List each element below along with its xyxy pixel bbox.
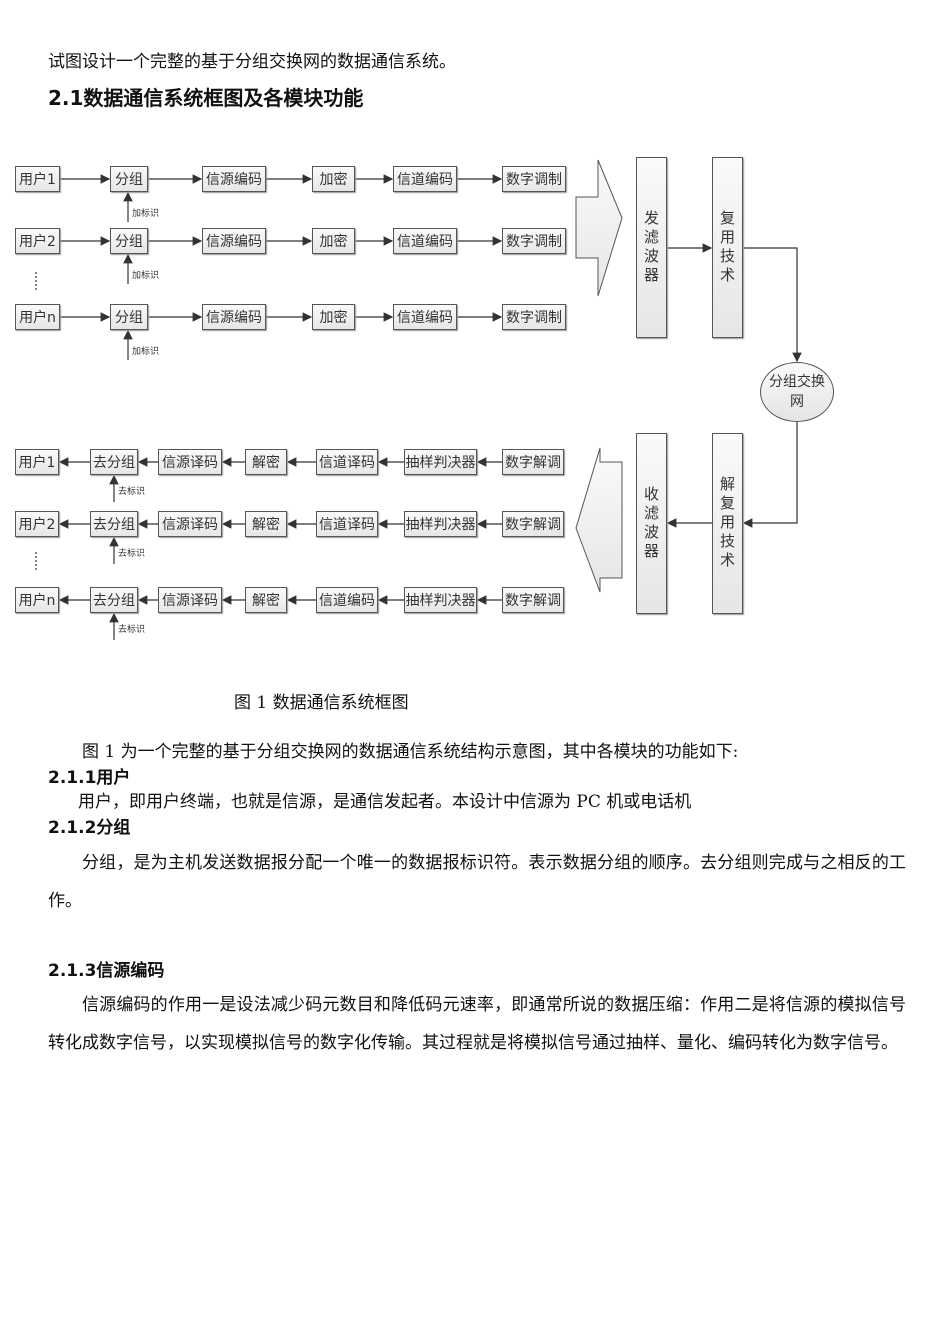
tx-block: 信源编码 bbox=[202, 304, 266, 330]
rx-block: 解密 bbox=[245, 449, 287, 475]
rx-block: 抽样判决器 bbox=[404, 587, 477, 613]
tx-block: 数字调制 bbox=[502, 228, 566, 254]
tx-block: 信道编码 bbox=[393, 166, 457, 192]
packet-switch-network: 分组交换网 bbox=[760, 362, 834, 422]
tx-block: 分组 bbox=[110, 228, 148, 254]
section-2-1-1-body: 用户，即用户终端，也就是信源，是通信发起者。本设计中信源为 PC 机或电话机 bbox=[78, 792, 692, 812]
rx-block: 去分组 bbox=[90, 511, 138, 537]
rx-block: 数字解调 bbox=[502, 511, 564, 537]
demux-box: 解复用技术 bbox=[712, 433, 743, 614]
tag-label: 去标识 bbox=[118, 487, 146, 497]
rx-block: 信源译码 bbox=[158, 587, 222, 613]
rx-block: 抽样判决器 bbox=[404, 449, 477, 475]
tag-label: 加标识 bbox=[132, 209, 160, 219]
tx-filter-box: 发滤波器 bbox=[636, 157, 667, 338]
tag-label: 去标识 bbox=[118, 549, 146, 559]
rx-big-arrow bbox=[575, 447, 623, 593]
tx-block: 信道编码 bbox=[393, 228, 457, 254]
rx-block: 用户n bbox=[15, 587, 59, 613]
rx-block: 解密 bbox=[245, 511, 287, 537]
tag-label: 加标识 bbox=[132, 271, 160, 281]
rx-block: 去分组 bbox=[90, 587, 138, 613]
tx-block: 信道编码 bbox=[393, 304, 457, 330]
section-2-1-1-heading: 2.1.1用户 bbox=[48, 768, 131, 788]
section-2-1-2-body: 分组，是为主机发送数据报分配一个唯一的数据报标识符。表示数据分组的顺序。去分组则… bbox=[48, 853, 906, 911]
rx-block: 信道译码 bbox=[316, 449, 378, 475]
tx-block: 分组 bbox=[110, 166, 148, 192]
tx-block: 加密 bbox=[312, 228, 355, 254]
tx-block: 数字调制 bbox=[502, 166, 566, 192]
figure-intro: 图 1 为一个完整的基于分组交换网的数据通信系统结构示意图，其中各模块的功能如下… bbox=[82, 742, 739, 762]
mux-box: 复用技术 bbox=[712, 157, 743, 338]
tx-block: 加密 bbox=[312, 304, 355, 330]
intro-line: 试图设计一个完整的基于分组交换网的数据通信系统。 bbox=[48, 52, 456, 72]
tag-label: 去标识 bbox=[118, 625, 146, 635]
section-2-1-3-body: 信源编码的作用一是设法减少码元数目和降低码元速率，即通常所说的数据压缩：作用二是… bbox=[48, 995, 906, 1053]
rx-block: 用户1 bbox=[15, 449, 59, 475]
rx-block: 信源译码 bbox=[158, 449, 222, 475]
connector-arrow bbox=[743, 247, 802, 363]
tx-big-arrow bbox=[575, 159, 623, 297]
rx-block: 去分组 bbox=[90, 449, 138, 475]
connector-arrow bbox=[742, 422, 798, 528]
rx-block: 解密 bbox=[245, 587, 287, 613]
rx-block: 信道译码 bbox=[316, 511, 378, 537]
rx-block: 数字解调 bbox=[502, 449, 564, 475]
rx-block: 用户2 bbox=[15, 511, 59, 537]
section-2-1-3-heading: 2.1.3信源编码 bbox=[48, 961, 165, 981]
tx-block: 数字调制 bbox=[502, 304, 566, 330]
section-2-1-2-heading: 2.1.2分组 bbox=[48, 818, 131, 838]
section-heading: 2.1数据通信系统框图及各模块功能 bbox=[48, 86, 364, 110]
tag-label: 加标识 bbox=[132, 347, 160, 357]
figure-caption: 图 1 数据通信系统框图 bbox=[234, 693, 409, 713]
tx-block: 用户n bbox=[15, 304, 60, 330]
tx-block: 用户1 bbox=[15, 166, 60, 192]
rx-block: 信道编码 bbox=[316, 587, 378, 613]
rx-block: 抽样判决器 bbox=[404, 511, 477, 537]
rx-filter-box: 收滤波器 bbox=[636, 433, 667, 614]
tx-block: 加密 bbox=[312, 166, 355, 192]
rx-block: 数字解调 bbox=[502, 587, 564, 613]
rx-block: 信源译码 bbox=[158, 511, 222, 537]
tx-block: 分组 bbox=[110, 304, 148, 330]
tx-block: 用户2 bbox=[15, 228, 60, 254]
diagram-connectors bbox=[35, 159, 802, 640]
tx-block: 信源编码 bbox=[202, 166, 266, 192]
tx-block: 信源编码 bbox=[202, 228, 266, 254]
